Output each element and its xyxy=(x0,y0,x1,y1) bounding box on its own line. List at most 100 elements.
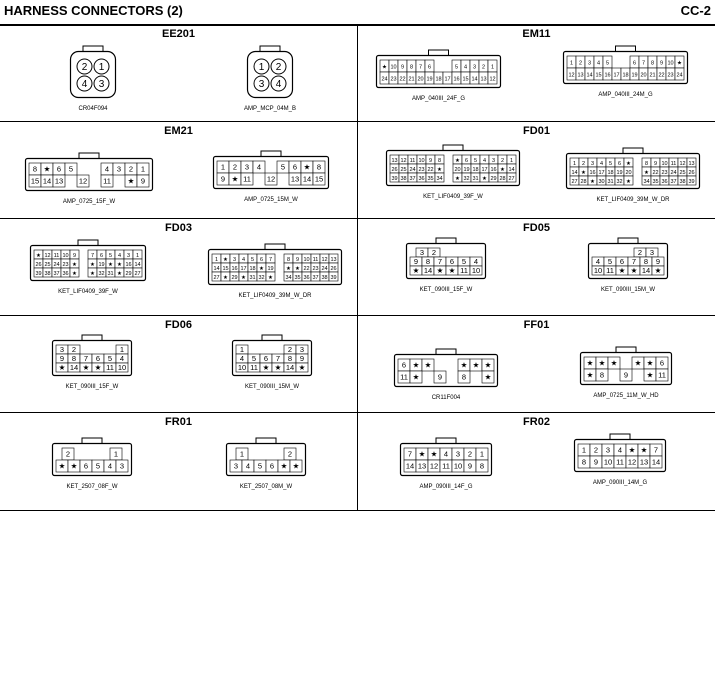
connector-part-number: KET_LIF0409_39M_W_DR xyxy=(238,293,312,299)
pin-number: 16 xyxy=(490,167,496,173)
pin-number: 8 xyxy=(33,165,37,174)
pin-number: 35 xyxy=(652,179,658,185)
pin-number: 5 xyxy=(474,158,477,164)
pin-number: 19 xyxy=(98,262,104,268)
pin-cavity xyxy=(651,265,665,276)
pin-number: ★ xyxy=(413,361,420,370)
pin-number: 3 xyxy=(300,345,304,354)
pin-number: 12 xyxy=(44,253,50,259)
pin-number: 16 xyxy=(604,73,610,79)
pin-cavity xyxy=(421,358,435,372)
pin-number: 25 xyxy=(679,170,685,176)
pin-number: 35 xyxy=(294,275,300,281)
pin-number: 39 xyxy=(391,176,397,182)
pin-number: ★ xyxy=(611,359,618,368)
pin-number: 29 xyxy=(490,176,496,182)
pin-number: 12 xyxy=(79,177,87,186)
page-code: CC-2 xyxy=(680,3,711,18)
pin-number: 9 xyxy=(60,354,64,363)
pin-number: 1 xyxy=(141,165,145,174)
pin-cavity xyxy=(469,265,483,276)
pin-number: 19 xyxy=(463,167,469,173)
pin-number: 2 xyxy=(594,446,598,455)
pin-number: 7 xyxy=(419,65,422,71)
connector-part-number: KET_090III_15M_W xyxy=(600,287,656,293)
pin-number: 19 xyxy=(267,266,273,272)
pin-number: 2 xyxy=(82,62,88,73)
pin-number: 24 xyxy=(321,266,327,272)
pin-number: 23 xyxy=(418,167,424,173)
pin-cavity xyxy=(100,174,114,188)
grid-divider-row-3 xyxy=(0,315,715,316)
pin-number: ★ xyxy=(619,266,626,275)
pin-number: ★ xyxy=(44,165,51,174)
pin-number: 14 xyxy=(571,170,577,176)
pin-number: 6 xyxy=(402,361,406,370)
pin-cavity xyxy=(649,455,663,469)
pin-number: 7 xyxy=(654,446,658,455)
connector-body xyxy=(69,50,117,99)
pin-cavity xyxy=(93,75,110,92)
pin-number: ★ xyxy=(581,169,586,176)
pin-number: ★ xyxy=(485,361,492,370)
connector-part-number: KET_090III_15M_W xyxy=(244,384,300,390)
pin-number: 10 xyxy=(594,266,602,275)
pin-cavity xyxy=(93,58,110,75)
pin-number: 14 xyxy=(471,77,477,83)
pin-number: 32 xyxy=(616,179,622,185)
cell-title: EM21 xyxy=(164,125,193,137)
connector-part-number: CR11F004 xyxy=(431,395,461,401)
connector-part-number: AMP_090III_14M_G xyxy=(592,480,648,486)
pin-number: 2 xyxy=(288,345,292,354)
pin-number: ★ xyxy=(473,361,480,370)
pin-number: 31 xyxy=(107,271,113,277)
connector-part-number: KET_LIF0409_39F_W xyxy=(423,194,483,200)
pin-number: 26 xyxy=(688,170,694,176)
pin-number: 6 xyxy=(96,354,100,363)
pin-number: 1 xyxy=(240,345,244,354)
pin-number: ★ xyxy=(631,266,638,275)
pin-number: ★ xyxy=(590,178,595,185)
pin-number: 7 xyxy=(84,354,88,363)
pin-number: 4 xyxy=(242,257,245,263)
pin-number: 15 xyxy=(595,73,601,79)
pin-number: 14 xyxy=(508,167,514,173)
pin-number: ★ xyxy=(482,175,487,182)
pin-number: 10 xyxy=(604,458,612,467)
pin-number: 4 xyxy=(240,354,244,363)
pin-number: ★ xyxy=(449,266,456,275)
pin-cavity xyxy=(264,172,278,186)
pin-number: 13 xyxy=(480,77,486,83)
pin-number: 6 xyxy=(428,65,431,71)
pin-number: 14 xyxy=(43,177,51,186)
pin-number: ★ xyxy=(655,266,662,275)
pin-number: ★ xyxy=(413,266,420,275)
pin-number: 5 xyxy=(96,462,100,471)
pin-number: 36 xyxy=(62,271,68,277)
pin-number: ★ xyxy=(275,363,282,372)
pin-number: 36 xyxy=(661,179,667,185)
pin-number: 4 xyxy=(596,257,600,266)
pin-cavity xyxy=(115,362,129,373)
pin-number: 11 xyxy=(106,363,114,372)
pin-number: 12 xyxy=(400,158,406,164)
pin-number: 4 xyxy=(120,354,124,363)
pin-number: 13 xyxy=(55,177,63,186)
pin-number: ★ xyxy=(128,177,135,186)
pin-number: 14 xyxy=(134,262,140,268)
pin-number: 2 xyxy=(582,161,585,167)
pin-number: 3 xyxy=(127,253,130,259)
pin-number: 13 xyxy=(418,462,426,471)
pin-number: 1 xyxy=(240,450,244,459)
pin-number: 3 xyxy=(99,79,105,90)
pin-number: ★ xyxy=(286,265,291,272)
pin-number: 8 xyxy=(582,458,586,467)
